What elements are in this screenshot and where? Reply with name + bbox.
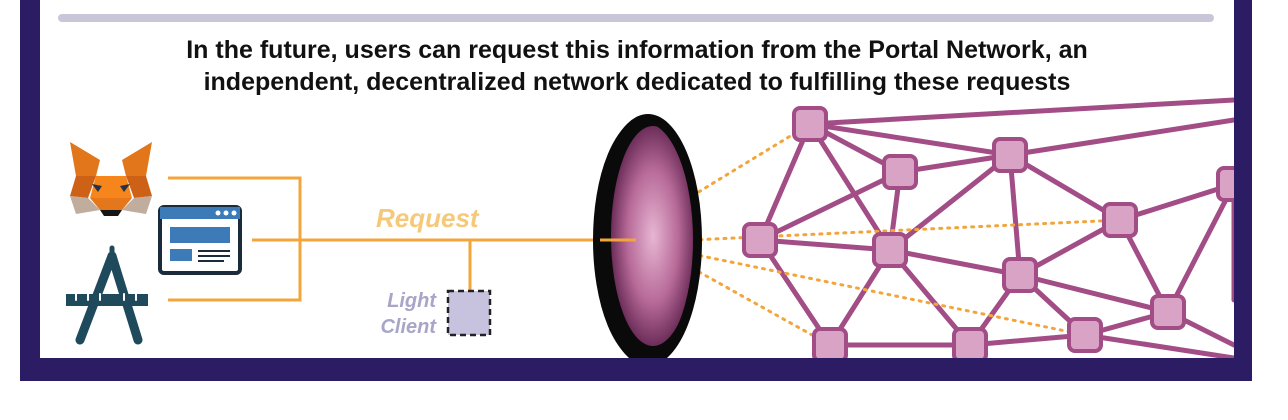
slide-area: In the future, users can request this in… [40,0,1234,358]
network-node [992,137,1028,173]
title-line-2: independent, decentralized network dedic… [203,68,1071,96]
light-client-label: Light Client [344,288,436,340]
light-client-box [446,289,492,337]
network-node [742,222,778,258]
network-node [1216,166,1234,202]
network-nodes [742,106,1234,358]
network-node [882,154,918,190]
network-node [1067,317,1103,353]
network-node [812,327,848,358]
network-node [872,232,908,268]
network-node [792,106,828,142]
portal-diagram [66,97,1234,358]
portal-ring-icon [593,114,702,358]
light-client-label-line-2: Client [380,316,436,338]
network-node [1102,202,1138,238]
network-node [1150,294,1186,330]
network-edges [757,97,1234,358]
network-node [1002,257,1038,293]
request-connectors [168,176,636,302]
progress-bar [58,14,1214,22]
title-line-1: In the future, users can request this in… [186,36,1088,64]
light-client-label-line-1: Light [387,290,436,312]
app-store-icon [66,245,148,345]
page-title: In the future, users can request this in… [40,34,1234,98]
request-label: Request [376,203,479,233]
browser-window-icon [158,205,242,275]
network-node [952,327,988,358]
metamask-fox-icon [70,142,152,216]
